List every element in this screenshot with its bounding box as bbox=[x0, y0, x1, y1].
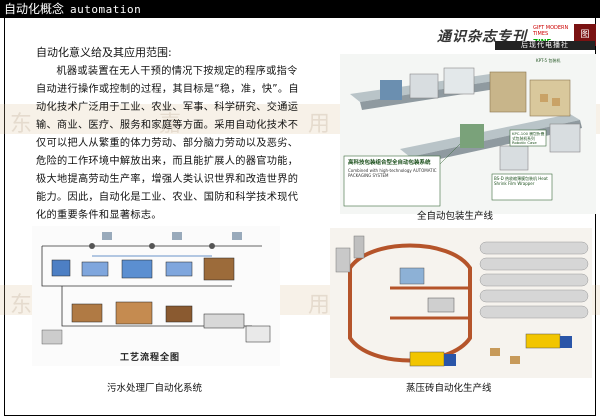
brand-en: GIFT MODERN TIMES bbox=[533, 25, 569, 37]
title-cn: 自动化概念 bbox=[4, 2, 65, 16]
packaging-caption: 全自动包装生产线 bbox=[417, 211, 494, 222]
brick-line-figure bbox=[330, 228, 592, 378]
packaging-label-side: KPC-100 横包折叠式包装机系列 Robotic Case Packer V… bbox=[512, 132, 545, 146]
packaging-line-figure: 高科技包装组合型全自动包装系统 Combined with high-techn… bbox=[340, 54, 596, 214]
brand-subtitle: 后现代电播社 bbox=[495, 41, 595, 50]
header-bar bbox=[0, 0, 600, 18]
brick-line-illustration bbox=[330, 228, 592, 378]
sewage-diagram-figure: 工艺流程全图 bbox=[32, 226, 280, 366]
packaging-label-main: 高科技包装组合型全自动包装系统 bbox=[348, 160, 431, 166]
title-en: automation bbox=[70, 3, 142, 16]
intro-heading: 自动化意义给及其应用范围: bbox=[36, 46, 172, 59]
page-frame bbox=[4, 18, 596, 416]
sewage-chart-title: 工艺流程全图 bbox=[120, 353, 181, 363]
sewage-caption: 污水处理厂自动化系统 bbox=[107, 383, 203, 394]
packaging-label-film: BS-D 热收缩薄膜包装机 Heat Shrink Film Wrapper bbox=[494, 176, 548, 186]
brick-caption: 蒸压砖自动化生产线 bbox=[406, 383, 492, 394]
brand-seal: 图 bbox=[574, 24, 596, 46]
intro-body: 机器或装置在无人干预的情况下按规定的程序或指令自动进行操作或控制的过程，其目标是… bbox=[36, 66, 299, 221]
packaging-line-illustration bbox=[340, 54, 596, 214]
page-title: 自动化概念 automation bbox=[4, 1, 141, 18]
sewage-flow-diagram bbox=[32, 226, 280, 366]
packaging-label-main-en: Combined with high-technology AUTOMATIC … bbox=[348, 168, 437, 178]
packaging-label-top: KPT-5 包装机 bbox=[536, 58, 561, 63]
